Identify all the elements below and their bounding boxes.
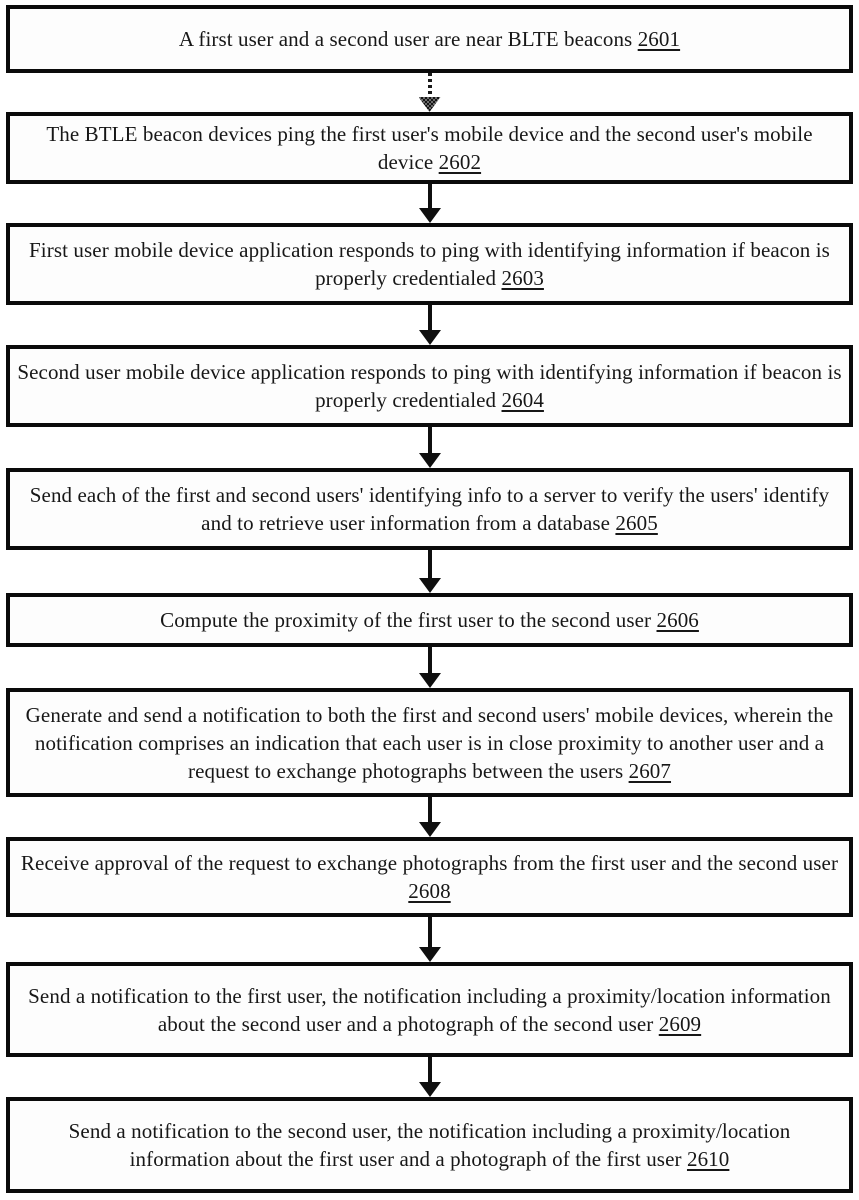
flow-step-2603: First user mobile device application res…: [6, 223, 853, 305]
step-ref-number: 2604: [501, 388, 544, 412]
flow-connector: [6, 917, 853, 962]
step-text: Send each of the first and second users'…: [10, 481, 849, 537]
step-text: Send a notification to the second user, …: [10, 1117, 849, 1173]
flow-step-2606: Compute the proximity of the first user …: [6, 593, 853, 647]
flow-connector: [6, 1057, 853, 1097]
down-arrow-icon: [418, 647, 441, 688]
step-ref-number: 2601: [637, 27, 681, 51]
flow-step-2604: Second user mobile device application re…: [6, 345, 853, 427]
step-text: Receive approval of the request to excha…: [10, 849, 849, 905]
step-text: Send a notification to the first user, t…: [10, 982, 849, 1038]
down-arrow-icon: [418, 917, 441, 962]
flow-connector: [6, 73, 853, 112]
step-text: Generate and send a notification to both…: [10, 701, 849, 785]
flow-connector: [6, 647, 853, 688]
down-arrow-icon: [418, 550, 441, 593]
down-arrow-icon: [418, 797, 441, 837]
down-arrow-icon: [418, 1057, 441, 1097]
down-arrow-dotted-icon: [418, 73, 441, 112]
flow-step-2610: Send a notification to the second user, …: [6, 1097, 853, 1193]
step-label: Send a notification to the first user, t…: [28, 983, 831, 1036]
step-ref-number: 2605: [615, 511, 658, 535]
step-label: Send each of the first and second users'…: [29, 483, 830, 535]
down-arrow-icon: [418, 305, 441, 345]
down-arrow-icon: [418, 184, 441, 223]
down-arrow-icon: [418, 427, 441, 468]
flow-step-2605: Send each of the first and second users'…: [6, 468, 853, 550]
flow-step-2607: Generate and send a notification to both…: [6, 688, 853, 797]
step-label: Generate and send a notification to both…: [25, 702, 834, 783]
step-label: Send a notification to the second user, …: [68, 1119, 791, 1171]
step-label: First user mobile device application res…: [29, 238, 830, 290]
step-text: A first user and a second user are near …: [10, 25, 849, 53]
step-label: Second user mobile device application re…: [17, 360, 842, 412]
step-ref-number: 2610: [686, 1147, 730, 1171]
step-label: Receive approval of the request to excha…: [20, 851, 839, 875]
step-ref-number: 2609: [658, 1011, 702, 1036]
step-ref-number: 2603: [501, 266, 544, 290]
step-label: A first user and a second user are near …: [178, 27, 633, 51]
flow-connector: [6, 797, 853, 837]
flow-connector: [6, 184, 853, 223]
flow-step-2609: Send a notification to the first user, t…: [6, 962, 853, 1057]
flow-step-2601: A first user and a second user are near …: [6, 5, 853, 73]
step-text: First user mobile device application res…: [10, 236, 849, 292]
flow-connector: [6, 305, 853, 345]
step-text: The BTLE beacon devices ping the first u…: [10, 120, 849, 176]
flow-step-2602: The BTLE beacon devices ping the first u…: [6, 112, 853, 184]
step-label: Compute the proximity of the first user …: [160, 608, 652, 632]
step-text: Compute the proximity of the first user …: [10, 606, 849, 634]
step-ref-number: 2606: [656, 608, 699, 632]
step-ref-number: 2602: [438, 150, 482, 174]
step-text: Second user mobile device application re…: [10, 358, 849, 414]
flow-step-2608: Receive approval of the request to excha…: [6, 837, 853, 917]
step-ref-number: 2608: [408, 879, 451, 903]
step-label: The BTLE beacon devices ping the first u…: [46, 122, 813, 174]
flow-connector: [6, 550, 853, 593]
flow-connector: [6, 427, 853, 468]
step-ref-number: 2607: [628, 758, 672, 783]
